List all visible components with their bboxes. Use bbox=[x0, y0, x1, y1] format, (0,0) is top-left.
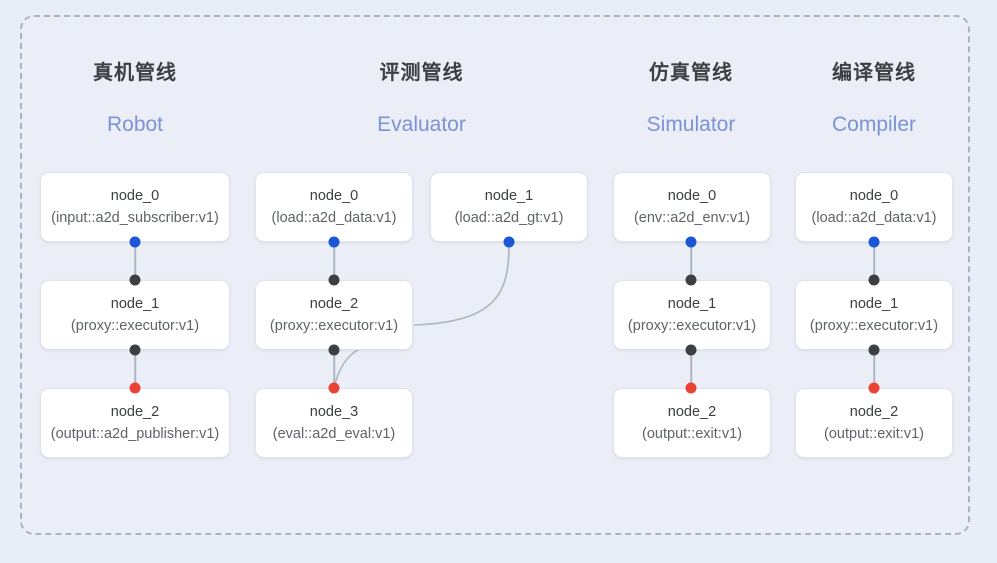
column-title-en-robot: Robot bbox=[106, 113, 164, 136]
node-label-type: (eval::a2d_eval:v1) bbox=[272, 426, 396, 442]
column-header-evaluator: 评测管线 Evaluator bbox=[330, 60, 513, 138]
node-label-name: node_0 bbox=[849, 188, 899, 204]
column-title-en-evaluator: Evaluator bbox=[377, 113, 466, 136]
node-label-type: (load::a2d_gt:v1) bbox=[454, 210, 564, 226]
port-evaluator-2-out[interactable] bbox=[328, 344, 340, 356]
edge-simulator-0-1 bbox=[690, 242, 692, 280]
port-compiler-1-in[interactable] bbox=[868, 274, 880, 286]
node-label-type: (output::a2d_publisher:v1) bbox=[50, 426, 220, 442]
node-robot-2[interactable]: node_2 (output::a2d_publisher:v1) bbox=[40, 388, 230, 458]
port-robot-2-in[interactable] bbox=[129, 382, 141, 394]
node-compiler-1[interactable]: node_1 (proxy::executor:v1) bbox=[795, 280, 953, 350]
node-label-name: node_1 bbox=[484, 188, 534, 204]
port-compiler-1-out[interactable] bbox=[868, 344, 880, 356]
port-robot-0-out[interactable] bbox=[129, 236, 141, 248]
port-robot-1-out[interactable] bbox=[129, 344, 141, 356]
column-title-en-compiler: Compiler bbox=[831, 113, 917, 136]
port-compiler-0-out[interactable] bbox=[868, 236, 880, 248]
column-title-cn-simulator: 仿真管线 bbox=[649, 62, 733, 84]
node-label-type: (output::exit:v1) bbox=[824, 426, 924, 442]
node-label-name: node_2 bbox=[110, 404, 160, 420]
node-label-type: (env::a2d_env:v1) bbox=[633, 210, 751, 226]
node-label-type: (load::a2d_data:v1) bbox=[811, 210, 937, 226]
column-title-en-simulator: Simulator bbox=[646, 113, 736, 136]
node-label-type: (proxy::executor:v1) bbox=[627, 318, 757, 334]
edge-evaluator-0-2 bbox=[333, 242, 335, 280]
port-evaluator-3-in[interactable] bbox=[328, 382, 340, 394]
port-simulator-2-in[interactable] bbox=[685, 382, 697, 394]
node-label-name: node_0 bbox=[110, 188, 160, 204]
edge-robot-0-1 bbox=[134, 242, 136, 280]
port-simulator-1-out[interactable] bbox=[685, 344, 697, 356]
node-evaluator-3[interactable]: node_3 (eval::a2d_eval:v1) bbox=[255, 388, 413, 458]
node-label-type: (proxy::executor:v1) bbox=[269, 318, 399, 334]
node-label-name: node_3 bbox=[309, 404, 359, 420]
node-label-type: (proxy::executor:v1) bbox=[70, 318, 200, 334]
edge-robot-1-2 bbox=[134, 350, 136, 388]
node-label-type: (load::a2d_data:v1) bbox=[271, 210, 397, 226]
node-evaluator-0[interactable]: node_0 (load::a2d_data:v1) bbox=[255, 172, 413, 242]
node-label-name: node_1 bbox=[110, 296, 160, 312]
column-title-cn-evaluator: 评测管线 bbox=[379, 62, 464, 84]
node-compiler-0[interactable]: node_0 (load::a2d_data:v1) bbox=[795, 172, 953, 242]
node-label-name: node_1 bbox=[849, 296, 899, 312]
node-label-type: (input::a2d_subscriber:v1) bbox=[51, 210, 219, 226]
node-label-name: node_2 bbox=[849, 404, 899, 420]
edge-simulator-1-2 bbox=[690, 350, 692, 388]
node-label-name: node_2 bbox=[667, 404, 717, 420]
node-robot-0[interactable]: node_0 (input::a2d_subscriber:v1) bbox=[40, 172, 230, 242]
node-evaluator-1[interactable]: node_1 (load::a2d_gt:v1) bbox=[430, 172, 588, 242]
node-compiler-2[interactable]: node_2 (output::exit:v1) bbox=[795, 388, 953, 458]
node-simulator-1[interactable]: node_1 (proxy::executor:v1) bbox=[613, 280, 771, 350]
column-header-simulator: 仿真管线 Simulator bbox=[596, 60, 786, 138]
node-label-type: (proxy::executor:v1) bbox=[809, 318, 939, 334]
column-title-cn-compiler: 编译管线 bbox=[832, 62, 916, 84]
column-header-robot: 真机管线 Robot bbox=[40, 60, 230, 138]
node-robot-1[interactable]: node_1 (proxy::executor:v1) bbox=[40, 280, 230, 350]
node-simulator-2[interactable]: node_2 (output::exit:v1) bbox=[613, 388, 771, 458]
port-evaluator-2-in[interactable] bbox=[328, 274, 340, 286]
node-label-name: node_1 bbox=[667, 296, 717, 312]
node-label-name: node_0 bbox=[667, 188, 717, 204]
node-label-type: (output::exit:v1) bbox=[642, 426, 742, 442]
node-label-name: node_2 bbox=[309, 296, 359, 312]
column-title-cn-robot: 真机管线 bbox=[93, 62, 177, 84]
node-evaluator-2[interactable]: node_2 (proxy::executor:v1) bbox=[255, 280, 413, 350]
port-compiler-2-in[interactable] bbox=[868, 382, 880, 394]
node-label-name: node_0 bbox=[309, 188, 359, 204]
port-evaluator-1-out[interactable] bbox=[503, 236, 515, 248]
edge-compiler-0-1 bbox=[873, 242, 875, 280]
port-simulator-0-out[interactable] bbox=[685, 236, 697, 248]
edge-compiler-1-2 bbox=[873, 350, 875, 388]
port-simulator-1-in[interactable] bbox=[685, 274, 697, 286]
port-evaluator-0-out[interactable] bbox=[328, 236, 340, 248]
port-robot-1-in[interactable] bbox=[129, 274, 141, 286]
node-simulator-0[interactable]: node_0 (env::a2d_env:v1) bbox=[613, 172, 771, 242]
column-header-compiler: 编译管线 Compiler bbox=[779, 60, 969, 138]
